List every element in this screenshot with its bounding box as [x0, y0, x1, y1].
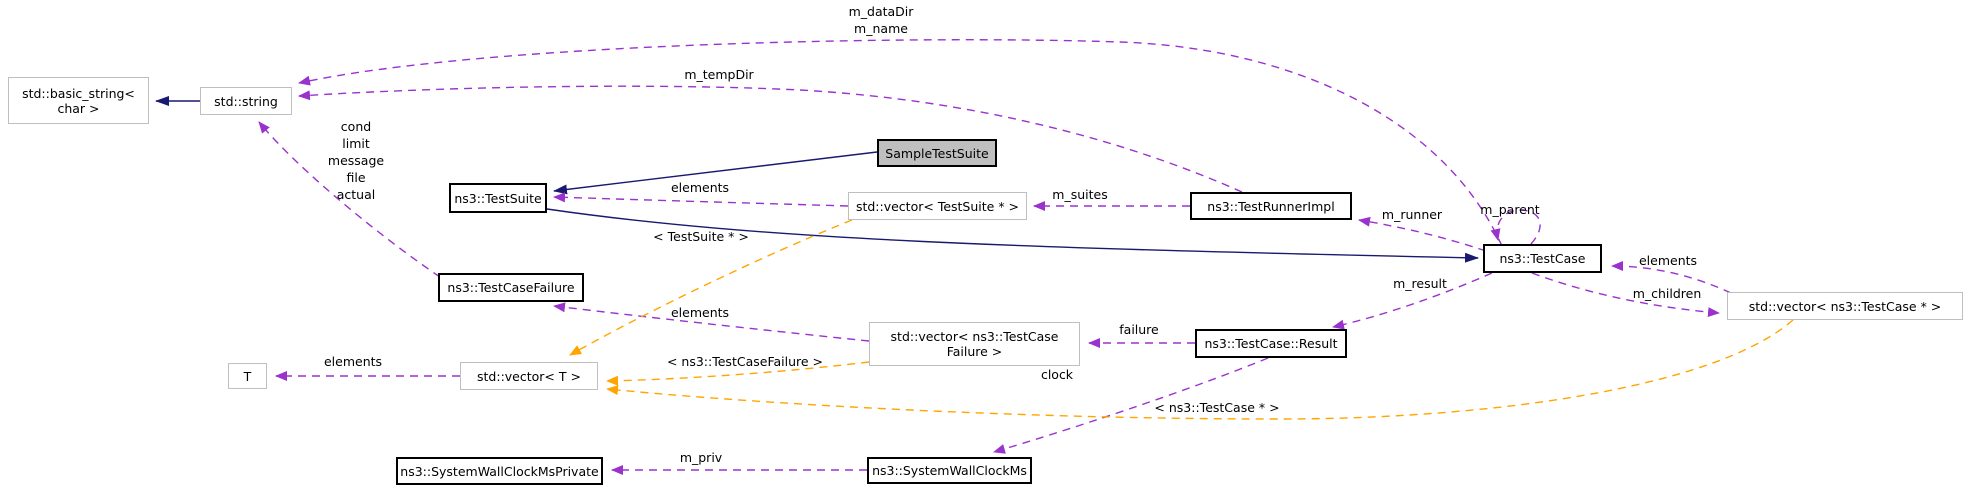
edge-m-result	[1332, 272, 1493, 330]
edge-label-tpl-testsuite: < TestSuite * >	[653, 229, 749, 244]
edge-label-m-priv: m_priv	[679, 450, 723, 465]
edge-label-m-suites: m_suites	[1052, 187, 1108, 202]
edge-m-runner	[1358, 216, 1487, 252]
node-std-vector-t[interactable]: std::vector< T >	[460, 362, 598, 390]
edge-inherit-testsuite-testcase	[546, 208, 1479, 263]
node-std-basic-string[interactable]: std::basic_string< char >	[8, 77, 149, 124]
edge-elements-failure	[553, 302, 870, 342]
edge-failure-members	[258, 121, 441, 278]
node-sampletestsuite[interactable]: SampleTestSuite	[877, 139, 997, 167]
edge-tpl-testsuite	[569, 219, 853, 356]
edge-label-m-tempdir: m_tempDir	[684, 67, 754, 82]
node-std-string[interactable]: std::string	[200, 87, 292, 115]
edge-label-tpl-testcasefailure: < ns3::TestCaseFailure >	[666, 354, 824, 369]
edge-label-m-result: m_result	[1393, 276, 1447, 291]
edge-m-tempdir	[298, 85, 1243, 193]
node-ns3-testcasefailure[interactable]: ns3::TestCaseFailure	[438, 273, 584, 302]
edge-label-elements-testcase: elements	[1638, 253, 1698, 268]
edge-m-children	[1531, 272, 1720, 318]
edge-label-m-datadir-m-name: m_dataDir m_name	[848, 4, 914, 36]
edge-label-failure: failure	[1119, 322, 1159, 337]
edge-label-clock: clock	[1040, 367, 1074, 382]
edge-m-datadir-m-name	[298, 39, 1503, 247]
node-ns3-testcase-result[interactable]: ns3::TestCase::Result	[1195, 329, 1347, 358]
edge-label-tpl-testcase: < ns3::TestCase * >	[1154, 400, 1280, 415]
node-std-vector-ns3-testcase-ptr[interactable]: std::vector< ns3::TestCase * >	[1727, 292, 1963, 320]
node-t[interactable]: T	[228, 363, 267, 389]
edge-label-failure-members: cond limit message file actual	[327, 119, 385, 202]
node-ns3-systemwallclockmsprivate[interactable]: ns3::SystemWallClockMsPrivate	[396, 457, 603, 485]
edge-label-m-parent: m_parent	[1480, 202, 1540, 217]
edge-clock	[993, 357, 1269, 454]
edge-label-elements-t: elements	[323, 354, 383, 369]
edge-m-parent	[1490, 209, 1541, 245]
node-std-vector-ns3-testcasefailure[interactable]: std::vector< ns3::TestCase Failure >	[869, 322, 1080, 366]
node-std-vector-testsuite-ptr[interactable]: std::vector< TestSuite * >	[848, 192, 1027, 220]
edge-label-elements-testsuite: elements	[670, 180, 730, 195]
node-ns3-testsuite[interactable]: ns3::TestSuite	[449, 183, 547, 213]
edge-label-elements-failure: elements	[670, 305, 730, 320]
node-ns3-testcase[interactable]: ns3::TestCase	[1483, 244, 1602, 273]
edge-label-m-runner: m_runner	[1381, 207, 1443, 222]
edge-elements-testsuite	[553, 192, 849, 207]
edge-tpl-testcasefailure	[606, 361, 870, 386]
edge-label-m-children: m_children	[1632, 286, 1702, 301]
edge-inherit-sample-testsuite	[553, 151, 878, 195]
edge-elements-testcase	[1611, 261, 1732, 294]
node-ns3-systemwallclockms[interactable]: ns3::SystemWallClockMs	[867, 457, 1032, 484]
node-ns3-testrunnerimpl[interactable]: ns3::TestRunnerImpl	[1190, 192, 1352, 220]
